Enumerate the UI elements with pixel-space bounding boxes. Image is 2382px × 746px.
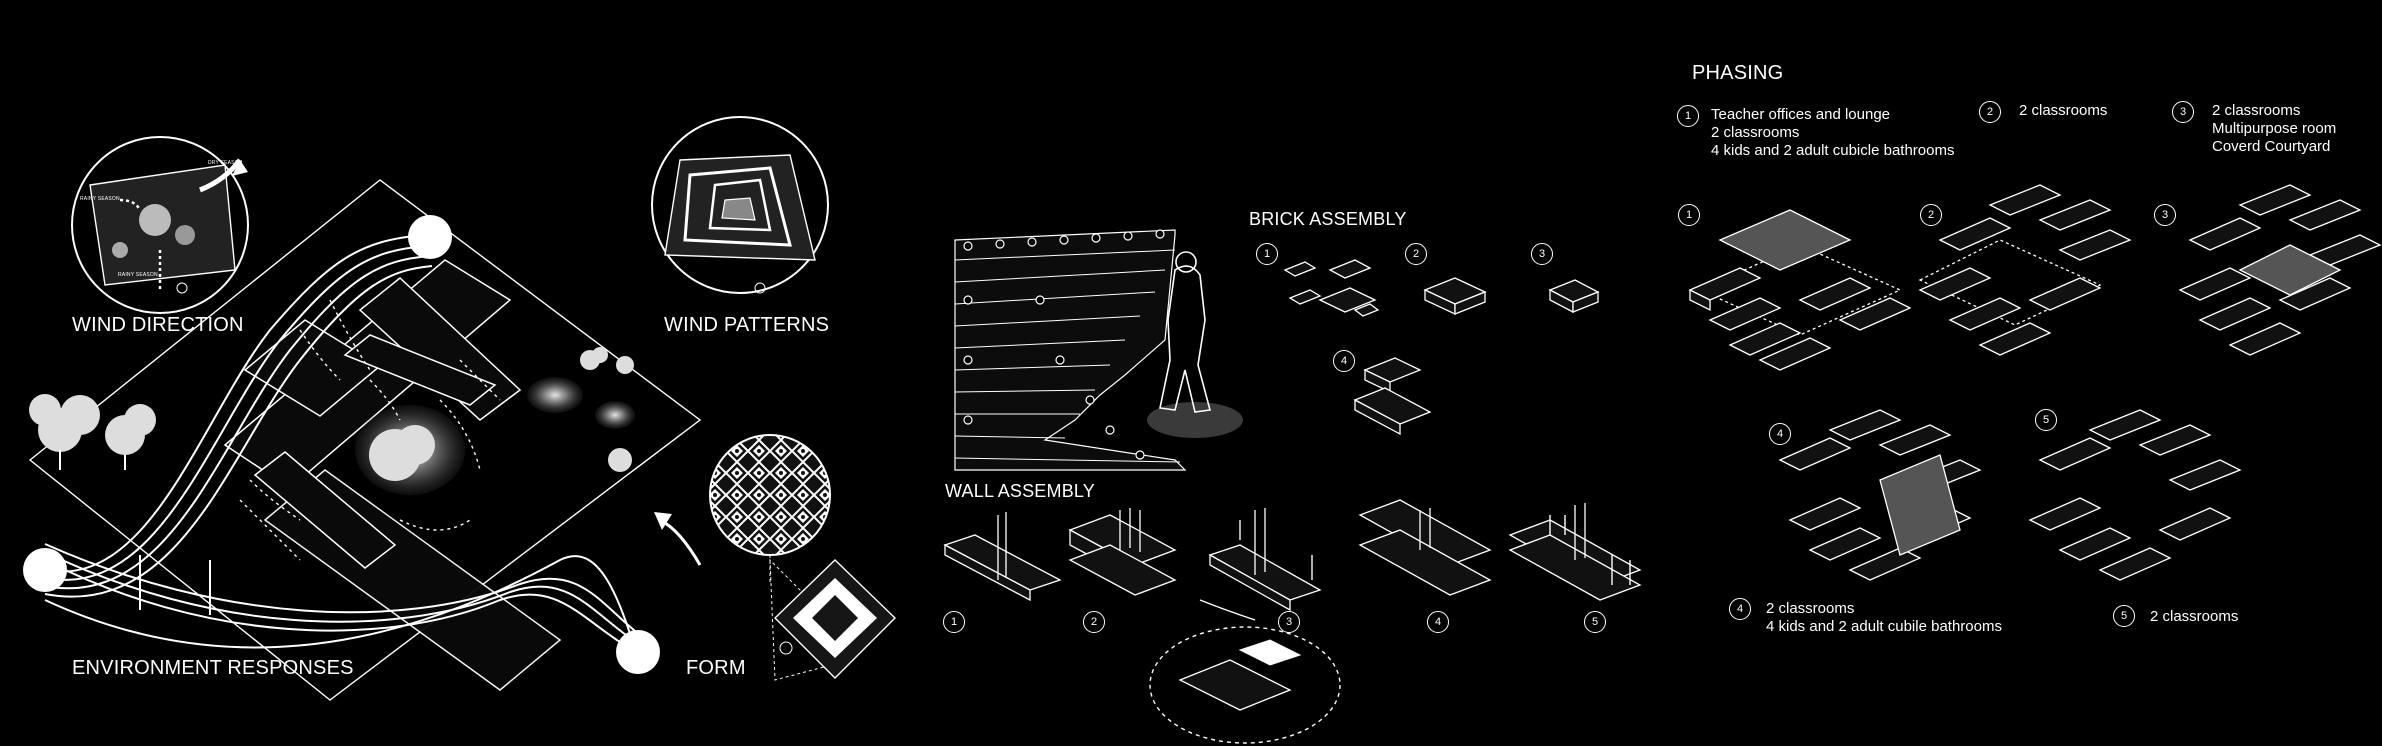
environment-responses-label: ENVIRONMENT RESPONSES xyxy=(72,657,354,679)
wind-patterns-inset xyxy=(651,116,829,294)
wind-node-1 xyxy=(408,215,452,259)
form-arrow xyxy=(659,518,702,566)
phase-legend-text-1: Teacher offices and lounge 2 classrooms … xyxy=(1711,106,1955,159)
phase-bottom-num-5: 5 xyxy=(2113,605,2135,627)
phase-legend-num-3: 3 xyxy=(2172,101,2194,123)
form-label: FORM xyxy=(686,657,746,679)
wall-step-4: 4 xyxy=(1427,611,1449,633)
person-figure xyxy=(1147,251,1243,438)
brick-wall-drawing xyxy=(954,229,1187,471)
wind-streams xyxy=(44,234,641,666)
phase-legend-num-1: 1 xyxy=(1677,105,1699,127)
phase-diagram-num-1: 1 xyxy=(1678,204,1700,226)
brick-assembly-label: BRICK ASSEMBLY xyxy=(1249,209,1407,229)
wall-step-2: 2 xyxy=(1083,611,1105,633)
wind-inset-rainy-season-1: RAINY SEASON xyxy=(80,196,120,202)
phase-bottom-text-4: 2 classrooms 4 kids and 2 adult cubile b… xyxy=(1766,600,2002,635)
brick-assembly-steps xyxy=(1283,259,1600,436)
building-massing xyxy=(223,259,562,691)
wind-arrows xyxy=(239,299,501,561)
phase-bottom-text-5: 2 classrooms xyxy=(2150,608,2239,625)
wind-inset-dry-season: DRY SEASON xyxy=(208,160,243,166)
wall-step-5: 5 xyxy=(1584,611,1606,633)
form-pattern-inset xyxy=(709,434,896,681)
phase-plan-4 xyxy=(1778,409,1982,581)
phase-diagram-num-2: 2 xyxy=(1920,204,1942,226)
wind-node-2 xyxy=(23,548,67,592)
wall-step-3: 3 xyxy=(1278,611,1300,633)
phase-bottom-num-4: 4 xyxy=(1729,598,1751,620)
wind-patterns-label: WIND PATTERNS xyxy=(664,314,830,336)
wind-inset-rainy-season-2: RAINY SEASON xyxy=(118,272,158,278)
wind-node-3 xyxy=(616,630,660,674)
wall-step-1: 1 xyxy=(943,611,965,633)
site-plan-group xyxy=(23,179,702,701)
brick-step-3: 3 xyxy=(1531,243,1553,265)
phase-diagram-num-5: 5 xyxy=(2035,409,2057,431)
phasing-label: PHASING xyxy=(1692,62,1784,84)
wall-assembly-arrows xyxy=(1199,515,1631,621)
wall-assembly-label: WALL ASSEMBLY xyxy=(945,481,1095,501)
phase-plan-2 xyxy=(1918,184,2132,356)
brick-step-4: 4 xyxy=(1333,350,1355,372)
phase-diagram-num-3: 3 xyxy=(2154,204,2176,226)
wind-direction-inset xyxy=(71,136,249,314)
brick-step-2: 2 xyxy=(1405,243,1427,265)
ground-plane xyxy=(28,179,702,701)
phase-plan-5 xyxy=(2028,409,2242,581)
phase-diagram-num-4: 4 xyxy=(1769,423,1791,445)
brick-step-1: 1 xyxy=(1256,243,1278,265)
wall-assembly-steps xyxy=(943,499,1642,612)
phase-plan-3 xyxy=(2178,184,2382,356)
wind-direction-label: WIND DIRECTION xyxy=(72,314,244,336)
vegetation xyxy=(29,347,635,615)
brick-detail-callout xyxy=(1149,626,1341,744)
phase-plan-1 xyxy=(1688,209,1912,371)
phase-legend-text-2: 2 classrooms xyxy=(2019,102,2108,119)
phase-legend-num-2: 2 xyxy=(1979,101,2001,123)
phase-legend-text-3: 2 classrooms Multipurpose room Coverd Co… xyxy=(2212,102,2337,155)
